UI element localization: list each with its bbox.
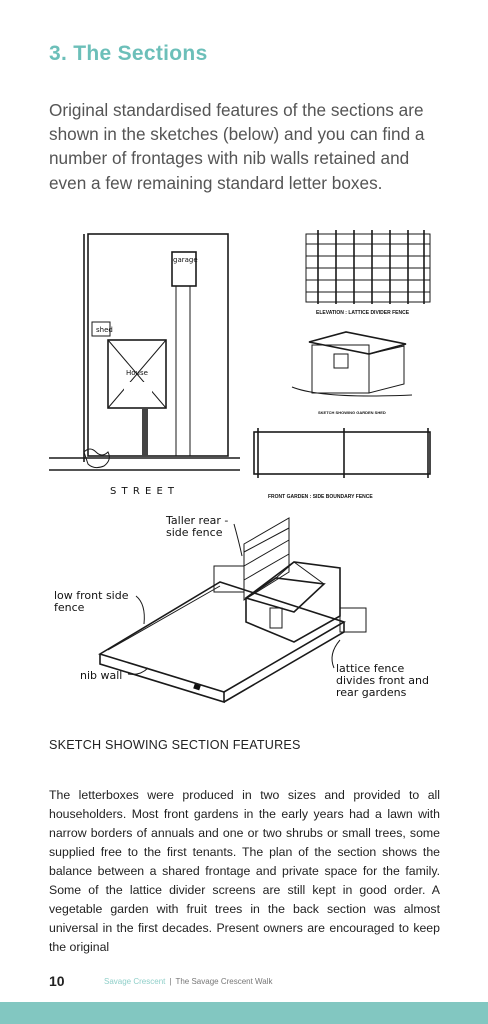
elevation-caption: ELEVATION : LATTICE DIVIDER FENCE <box>316 310 410 316</box>
lattice-label-2: divides front and <box>336 674 429 687</box>
page-footer: 10 Savage Crescent | The Savage Crescent… <box>49 971 273 991</box>
section-isometric-sketch: Taller rear - side fence low front side … <box>54 514 429 704</box>
page-number: 10 <box>49 973 65 989</box>
shed-caption: SKETCH SHOWING GARDEN SHED <box>318 410 386 415</box>
front-side-fence-sketch: FRONT GARDEN : SIDE BOUNDARY FENCE <box>253 428 431 500</box>
lattice-label-1: lattice fence <box>336 662 404 675</box>
house-label: House <box>126 369 148 377</box>
intro-paragraph: Original standardised features of the se… <box>49 100 425 193</box>
nib-wall-label: nib wall <box>80 669 122 682</box>
taller-rear-label-2: side fence <box>166 526 223 539</box>
garage-label: garage <box>173 256 198 264</box>
section-sketch-figure: garage shed House S T R E E T ELEVATION … <box>44 222 444 712</box>
footer-title: The Savage Crescent Walk <box>175 976 273 986</box>
bottom-color-band <box>0 1002 488 1024</box>
body-paragraph: The letterboxes were produced in two siz… <box>49 788 440 954</box>
garden-shed-sketch: SKETCH SHOWING GARDEN SHED <box>291 331 413 415</box>
footer-brand: Savage Crescent <box>104 976 166 986</box>
street-label: S T R E E T <box>110 486 175 497</box>
low-front-label-1: low front side <box>54 589 129 602</box>
taller-rear-label-1: Taller rear - <box>165 514 228 527</box>
figure-caption: SKETCH SHOWING SECTION FEATURES <box>49 738 301 752</box>
section-plan-sketch: garage shed House S T R E E T <box>49 233 240 497</box>
low-front-label-2: fence <box>54 601 85 614</box>
footer-separator: | <box>169 976 172 986</box>
lattice-fence-elevation: ELEVATION : LATTICE DIVIDER FENCE <box>305 230 431 316</box>
page-title: 3. The Sections <box>49 42 208 65</box>
shed-label: shed <box>96 326 113 334</box>
front-fence-caption: FRONT GARDEN : SIDE BOUNDARY FENCE <box>268 494 373 500</box>
lattice-label-3: rear gardens <box>336 686 407 699</box>
